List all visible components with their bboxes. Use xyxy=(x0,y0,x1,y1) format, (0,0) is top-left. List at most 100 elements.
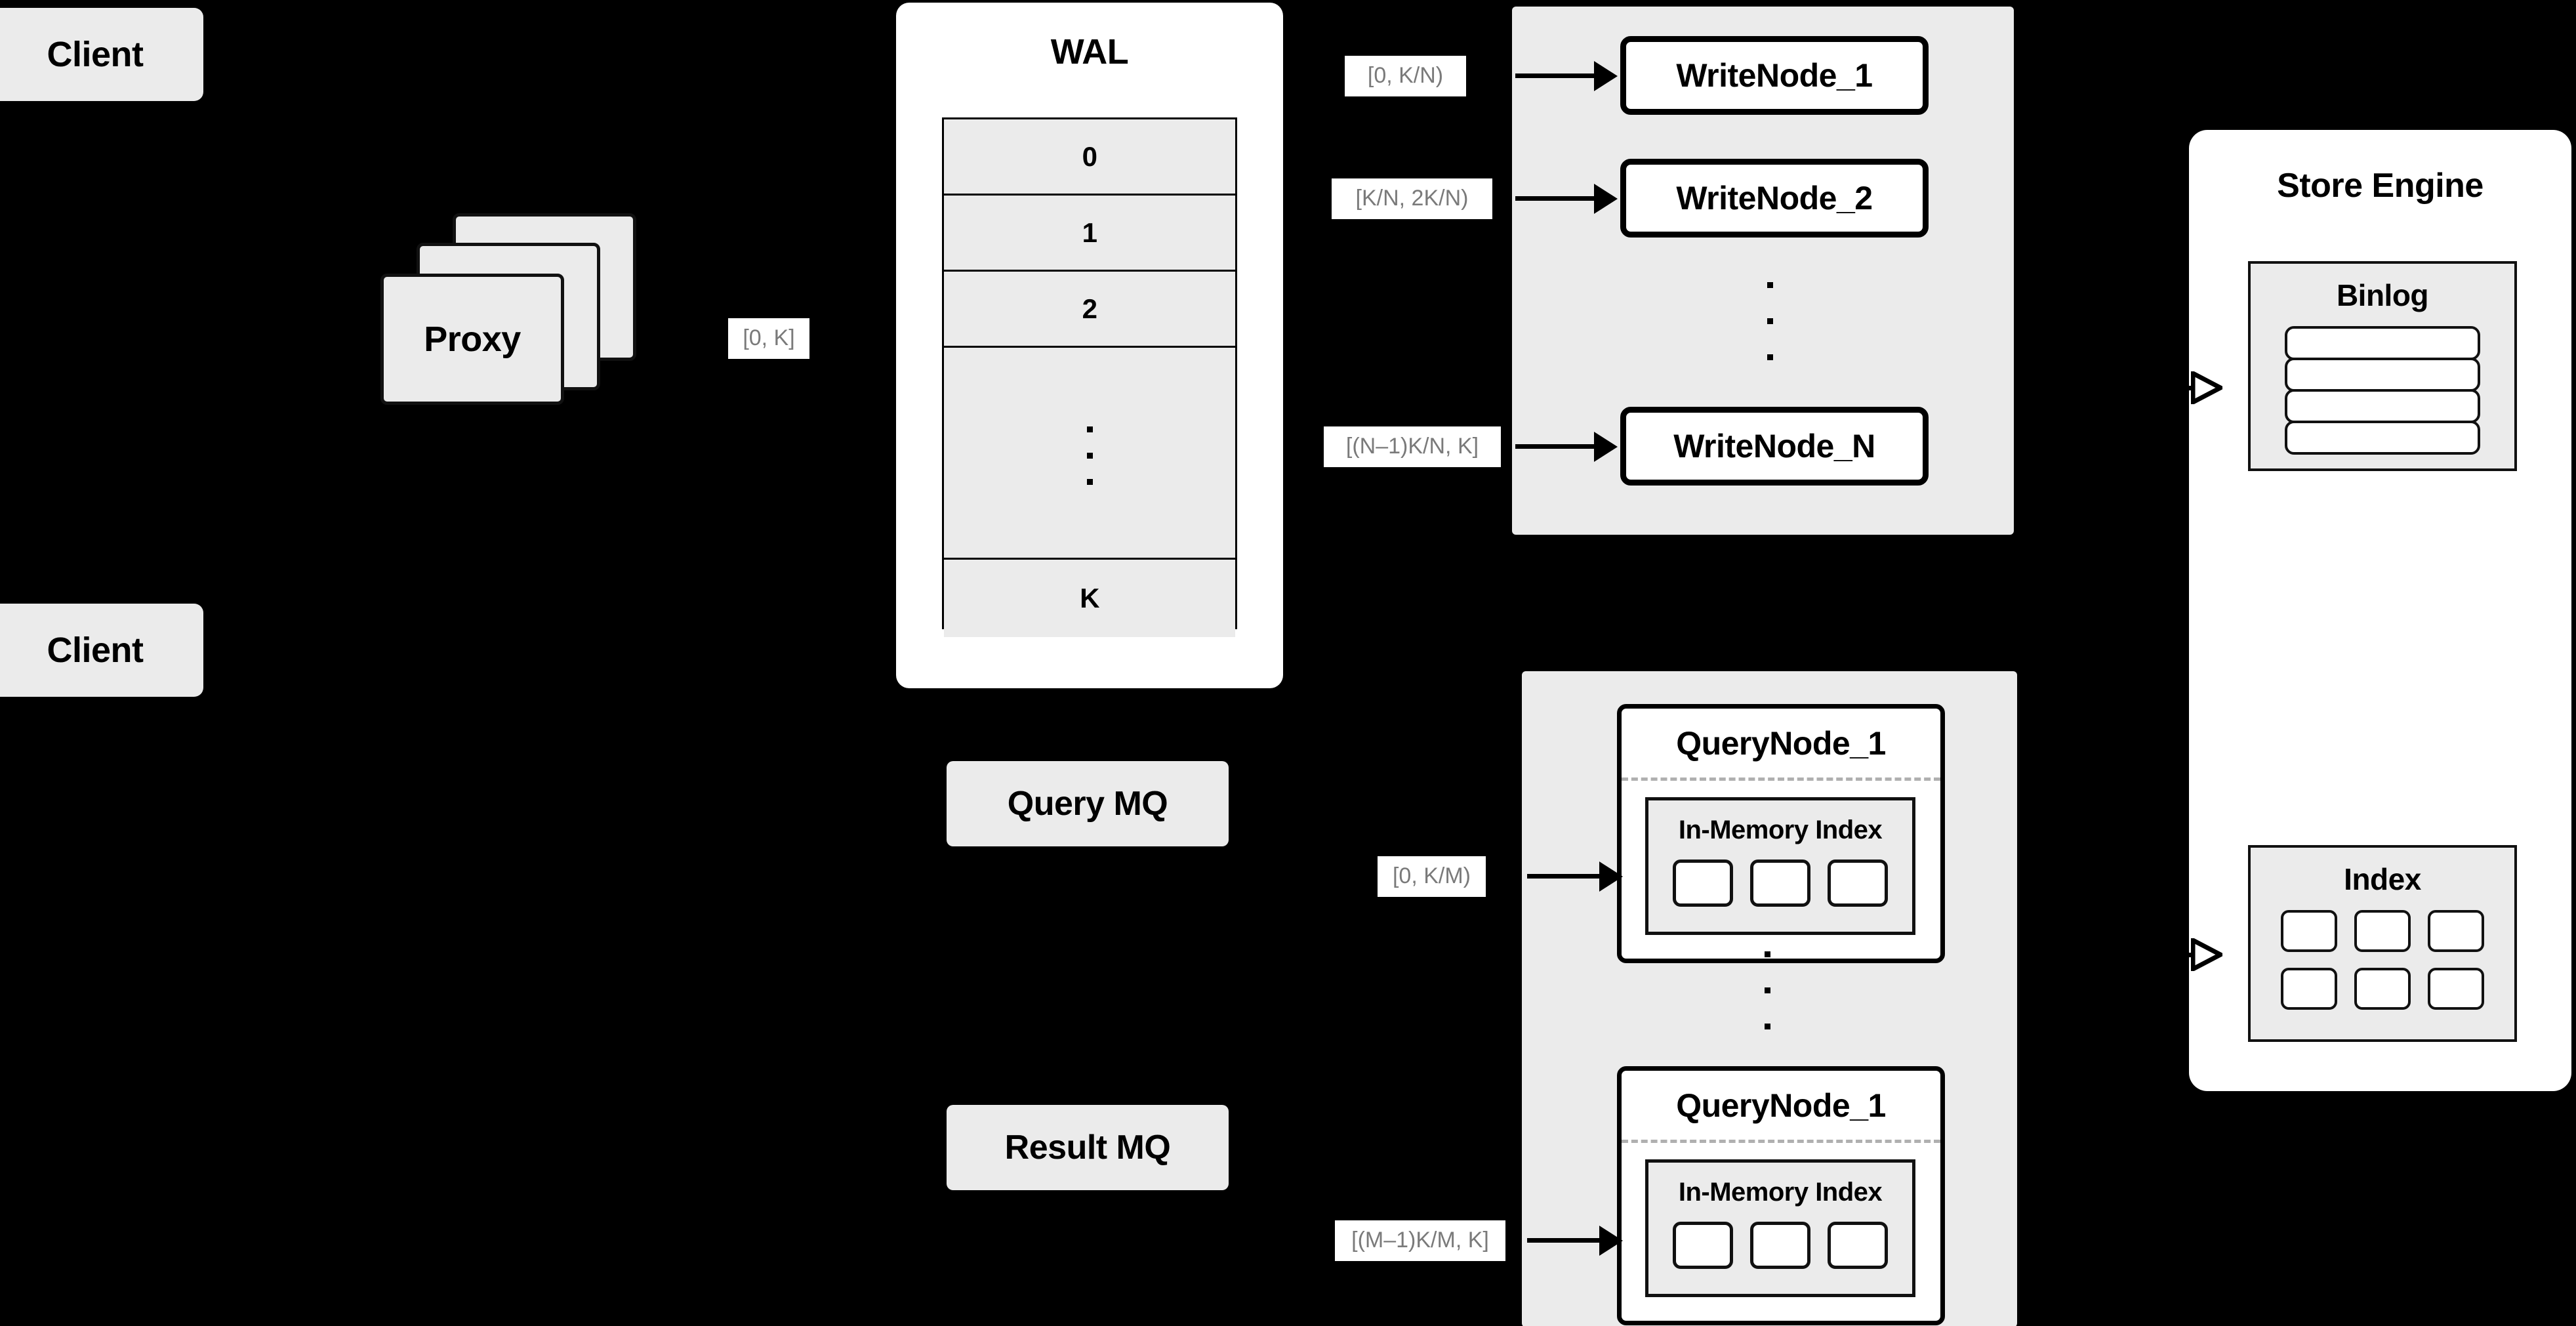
range-chip-write-node-2-text: [K/N, 2K/N) xyxy=(1355,186,1469,211)
open-arrowhead-icon xyxy=(2190,936,2226,973)
range-chip-write-node-2: [K/N, 2K/N) xyxy=(1332,178,1492,219)
wal-row-label: K xyxy=(1080,583,1099,613)
arrow-head-query-node-1 xyxy=(1599,861,1623,892)
index-cell[interactable] xyxy=(2354,968,2411,1010)
in-memory-index-title-2: In-Memory Index xyxy=(1678,1177,1883,1207)
range-chip-write-node-n: [(N–1)K/N, K] xyxy=(1324,426,1501,467)
query-mq-label: Query MQ xyxy=(1007,785,1168,823)
store-engine-container: Store Engine Binlog Index xyxy=(2189,130,2571,1091)
binlog-row[interactable] xyxy=(2285,326,2480,360)
client-box-2[interactable]: Client xyxy=(0,604,203,697)
range-chip-query-node-1: [0, K/M) xyxy=(1378,856,1486,897)
binlog-panel: Binlog xyxy=(2248,261,2517,471)
wal-row[interactable]: 0 xyxy=(944,119,1235,196)
in-memory-index-title-wrap-1: In-Memory Index xyxy=(1648,800,1912,860)
index-grid-row xyxy=(2281,910,2484,952)
index-cell[interactable] xyxy=(2428,968,2484,1010)
ellipsis-dot xyxy=(1087,479,1093,485)
in-memory-index-cells-2 xyxy=(1648,1222,1912,1269)
range-chip-query-node-2: [(M–1)K/M, K] xyxy=(1335,1220,1505,1261)
binlog-title: Binlog xyxy=(2336,278,2429,312)
arrow-to-query-node-2 xyxy=(1527,1238,1619,1243)
wal-row-table: 0 1 2 K xyxy=(942,117,1237,637)
index-grid xyxy=(2251,910,2514,1010)
query-node-1-label: QueryNode_1 xyxy=(1676,724,1886,762)
query-node-2-separator xyxy=(1622,1140,1940,1143)
proxy-card-front[interactable]: Proxy xyxy=(380,274,564,405)
wal-container: WAL 0 1 2 K xyxy=(896,3,1283,688)
in-memory-index-cells-1 xyxy=(1648,860,1912,907)
ellipsis-dot xyxy=(1087,426,1093,432)
range-chip-write-node-1-text: [0, K/N) xyxy=(1367,63,1444,89)
query-node-1-title-wrap: QueryNode_1 xyxy=(1622,709,1940,777)
write-cluster-ellipsis xyxy=(1767,282,1780,381)
binlog-title-wrap: Binlog xyxy=(2251,264,2514,326)
in-memory-index-cell[interactable] xyxy=(1673,860,1733,907)
wal-row-label: 2 xyxy=(1082,293,1097,324)
arrow-head-binlog xyxy=(2190,369,2226,406)
ellipsis-dot xyxy=(1767,282,1773,288)
wal-row-ellipsis xyxy=(944,348,1235,560)
index-cell[interactable] xyxy=(2428,910,2484,952)
in-memory-index-cell[interactable] xyxy=(1828,860,1888,907)
open-arrowhead-icon xyxy=(2190,369,2226,406)
wal-title-wrap: WAL xyxy=(896,3,1283,101)
range-chip-write-node-n-text: [(N–1)K/N, K] xyxy=(1345,434,1479,459)
arrow-to-binlog xyxy=(2165,386,2198,390)
store-engine-title-wrap: Store Engine xyxy=(2189,130,2571,241)
index-cell[interactable] xyxy=(2281,968,2337,1010)
write-node-1[interactable]: WriteNode_1 xyxy=(1620,36,1929,115)
arrow-head-write-node-2 xyxy=(1594,184,1618,214)
range-chip-proxy-to-wal-text: [0, K] xyxy=(743,325,795,351)
result-mq-label: Result MQ xyxy=(1004,1129,1171,1167)
query-node-2[interactable]: QueryNode_1 In-Memory Index xyxy=(1617,1066,1945,1325)
arrow-to-query-node-1 xyxy=(1527,874,1619,879)
binlog-row[interactable] xyxy=(2285,421,2480,455)
query-node-1[interactable]: QueryNode_1 In-Memory Index xyxy=(1617,704,1945,963)
client-box-1[interactable]: Client xyxy=(0,8,203,101)
wal-row[interactable]: K xyxy=(944,560,1235,637)
ellipsis-dot xyxy=(1767,318,1773,324)
write-node-2[interactable]: WriteNode_2 xyxy=(1620,159,1929,238)
wal-row-label: 1 xyxy=(1082,217,1097,248)
arrow-head-index xyxy=(2190,936,2226,973)
in-memory-index-title-1: In-Memory Index xyxy=(1678,815,1883,844)
query-mq-box[interactable]: Query MQ xyxy=(947,761,1229,846)
wal-row[interactable]: 1 xyxy=(944,196,1235,272)
index-cell[interactable] xyxy=(2354,910,2411,952)
range-chip-write-node-1: [0, K/N) xyxy=(1345,56,1466,96)
wal-row[interactable]: 2 xyxy=(944,272,1235,348)
in-memory-index-cell[interactable] xyxy=(1673,1222,1733,1269)
result-mq-box[interactable]: Result MQ xyxy=(947,1105,1229,1190)
query-node-2-label: QueryNode_1 xyxy=(1676,1087,1886,1124)
ellipsis-dot xyxy=(1765,951,1770,957)
query-node-2-in-memory-index: In-Memory Index xyxy=(1645,1159,1915,1297)
ellipsis-dot xyxy=(1765,1024,1770,1029)
write-node-n-label: WriteNode_N xyxy=(1673,428,1875,465)
range-chip-proxy-to-wal: [0, K] xyxy=(728,318,809,359)
write-node-n[interactable]: WriteNode_N xyxy=(1620,407,1929,486)
index-title-wrap: Index xyxy=(2251,848,2514,910)
query-node-1-separator xyxy=(1622,777,1940,781)
proxy-label: Proxy xyxy=(424,320,521,359)
arrow-head-write-node-1 xyxy=(1594,61,1618,91)
query-node-1-in-memory-index: In-Memory Index xyxy=(1645,797,1915,935)
in-memory-index-cell[interactable] xyxy=(1828,1222,1888,1269)
query-node-2-title-wrap: QueryNode_1 xyxy=(1622,1071,1940,1140)
client-label-2: Client xyxy=(47,631,144,670)
in-memory-index-cell[interactable] xyxy=(1750,1222,1810,1269)
ellipsis-dot xyxy=(1765,987,1770,993)
binlog-row[interactable] xyxy=(2285,358,2480,392)
arrow-to-write-node-1 xyxy=(1515,73,1614,78)
range-chip-query-node-1-text: [0, K/M) xyxy=(1392,863,1471,889)
arrow-to-write-node-n xyxy=(1515,444,1614,449)
binlog-row[interactable] xyxy=(2285,389,2480,423)
in-memory-index-cell[interactable] xyxy=(1750,860,1810,907)
index-cell[interactable] xyxy=(2281,910,2337,952)
binlog-rows xyxy=(2251,326,2514,455)
query-cluster-ellipsis xyxy=(1765,951,1778,1050)
index-title: Index xyxy=(2344,861,2421,896)
index-grid-row xyxy=(2281,968,2484,1010)
proxy-stack[interactable]: Proxy xyxy=(380,213,682,436)
